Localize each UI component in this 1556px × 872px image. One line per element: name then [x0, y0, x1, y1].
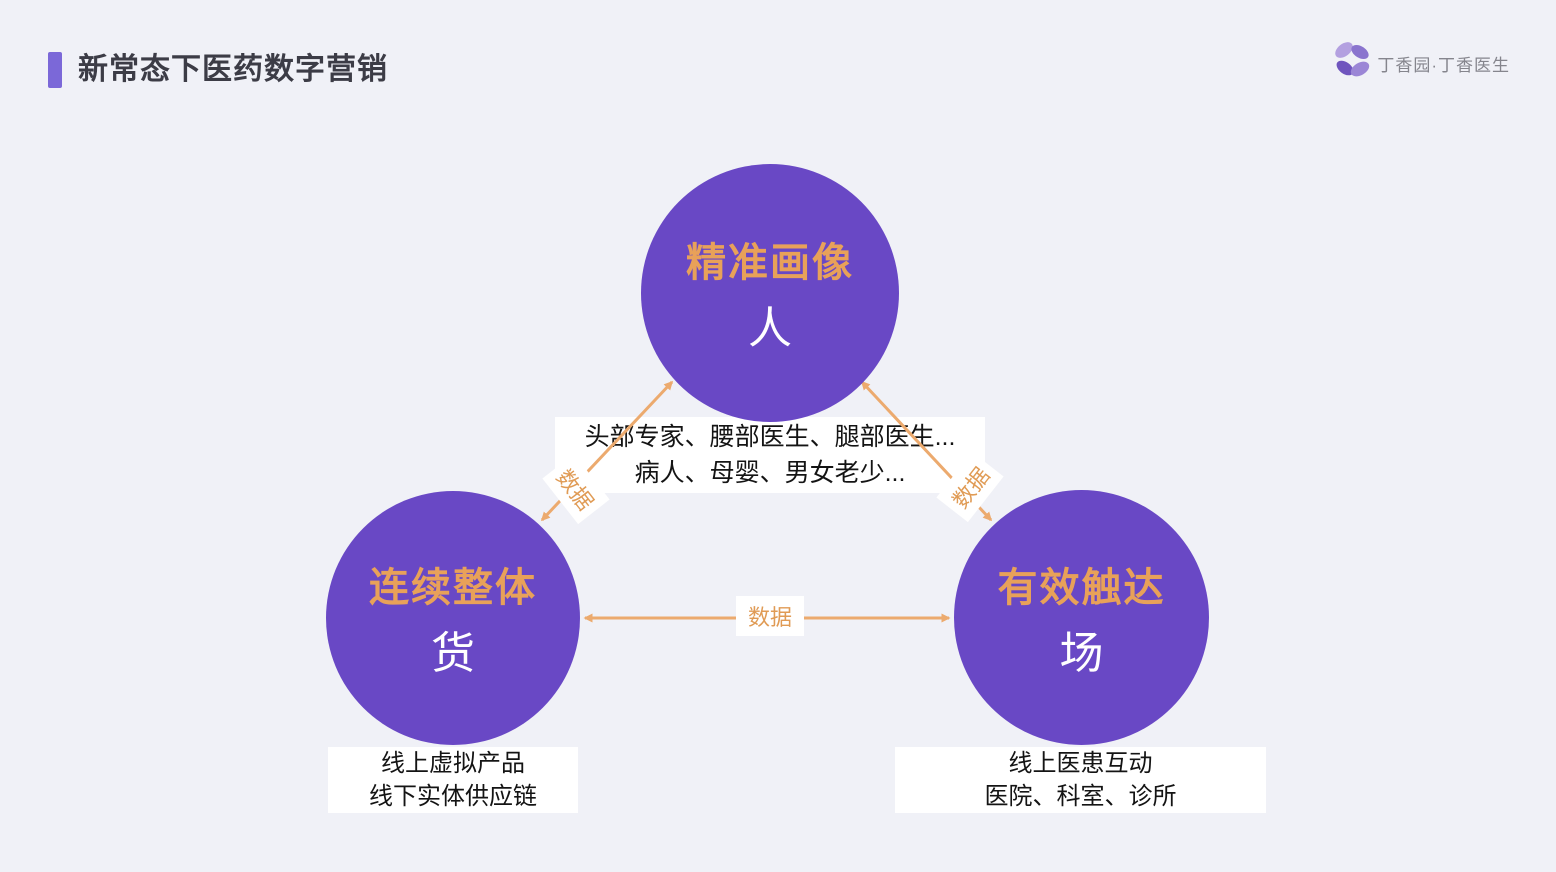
node-goods: 连续整体 货	[326, 491, 580, 745]
node-person: 精准画像 人	[641, 164, 899, 422]
edge-label-goods-place: 数据	[735, 596, 805, 636]
flower-icon	[1333, 40, 1371, 87]
page-title: 新常态下医药数字营销	[78, 53, 388, 86]
goods-note-box: 线上虚拟产品 线下实体供应链	[328, 747, 578, 813]
node-goods-sub: 货	[431, 629, 475, 678]
node-goods-heading: 连续整体	[369, 566, 537, 610]
brand-logo: 丁香园·丁香医生	[1333, 40, 1510, 87]
person-note-line2: 病人、母婴、男女老少...	[634, 459, 906, 487]
node-person-heading: 精准画像	[686, 241, 854, 285]
place-note-box: 线上医患互动 医院、科室、诊所	[895, 747, 1266, 813]
place-note-line2: 医院、科室、诊所	[984, 783, 1177, 810]
place-note-line1: 线上医患互动	[1008, 750, 1153, 777]
title-accent-bar	[48, 52, 62, 88]
node-person-sub: 人	[748, 304, 792, 353]
goods-note-line2: 线下实体供应链	[369, 783, 537, 810]
node-place-heading: 有效触达	[997, 565, 1166, 610]
brand-name: 丁香园·丁香医生	[1377, 56, 1510, 75]
node-place: 有效触达 场	[954, 490, 1209, 745]
node-place-sub: 场	[1059, 628, 1104, 678]
goods-note-line1: 线上虚拟产品	[381, 750, 525, 777]
